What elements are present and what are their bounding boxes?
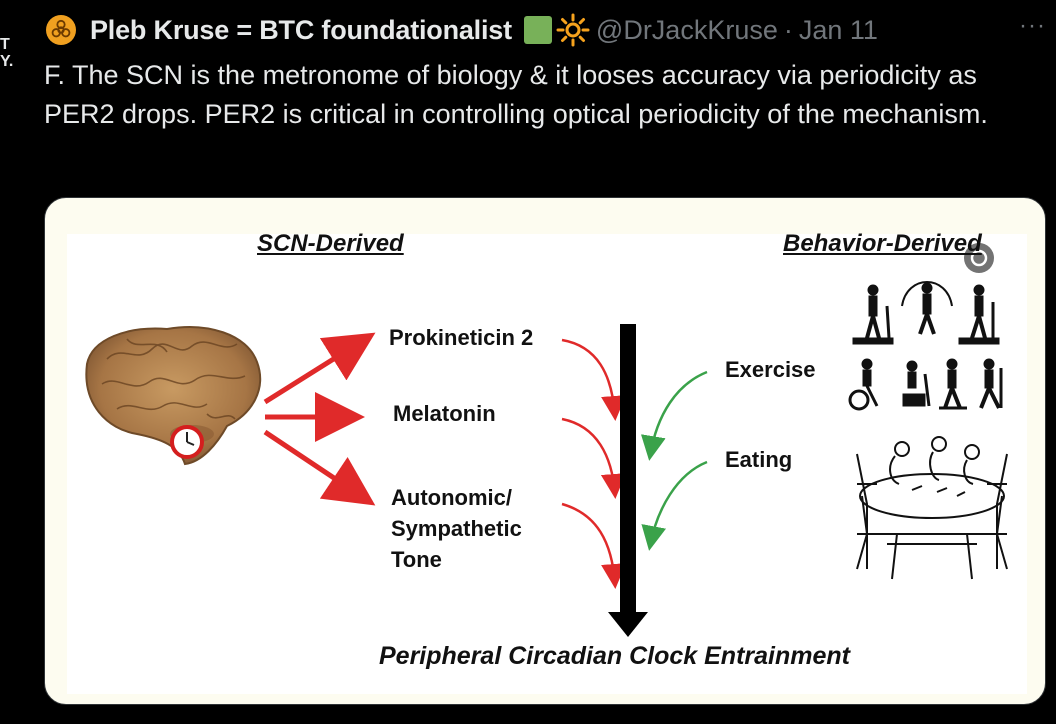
tweet-header: Pleb Kruse = BTC foundationalist @DrJack… <box>46 10 1056 50</box>
diagram-caption: Peripheral Circadian Clock Entrainment <box>379 642 850 670</box>
behavior-derived-heading: Behavior-Derived <box>783 230 982 257</box>
header-separator: · <box>783 14 793 45</box>
red-curve-3 <box>561 502 627 589</box>
label-prokineticin: Prokineticin 2 <box>389 325 534 350</box>
exercise-silhouettes <box>848 281 1003 411</box>
green-square-icon <box>523 16 552 44</box>
cropped-side-text: T Y. <box>0 36 16 70</box>
red-arrow-prokineticin <box>263 332 376 405</box>
green-curve-eating <box>641 460 708 551</box>
green-curve-exercise <box>640 370 708 461</box>
author-display-name[interactable]: Pleb Kruse = BTC foundationalist <box>90 14 512 45</box>
media-mute-icon <box>964 243 994 273</box>
cropped-char-1: T <box>0 36 10 53</box>
black-arrow-head <box>608 612 648 637</box>
scn-derived-heading: SCN-Derived <box>257 230 404 257</box>
black-arrow-shaft <box>620 324 636 616</box>
tweet-date[interactable]: Jan 11 <box>798 14 878 45</box>
eating-sketch <box>856 436 1008 580</box>
clock-icon <box>170 425 204 459</box>
author-handle[interactable]: @DrJackKruse <box>595 14 778 45</box>
red-curve-2 <box>561 417 626 499</box>
label-autonomic: Autonomic/ Sympathetic Tone <box>391 485 522 572</box>
sun-icon <box>556 13 590 47</box>
cropped-char-2: Y. <box>0 53 14 70</box>
red-curve-1 <box>561 338 627 421</box>
tweet-text: F. The SCN is the metronome of biology &… <box>44 60 988 129</box>
diagram-slide: SCN-Derived Behavior-Derived Prokinetici… <box>67 230 1027 694</box>
label-eating: Eating <box>725 447 793 472</box>
biohazard-icon <box>46 15 76 45</box>
more-icon[interactable]: ··· <box>1019 12 1046 39</box>
diagram-graphics <box>85 243 1008 637</box>
red-arrow-autonomic <box>263 429 376 506</box>
tweet-media[interactable]: SCN-Derived Behavior-Derived Prokinetici… <box>44 197 1046 705</box>
label-melatonin: Melatonin <box>393 401 496 426</box>
label-exercise: Exercise <box>725 357 816 382</box>
